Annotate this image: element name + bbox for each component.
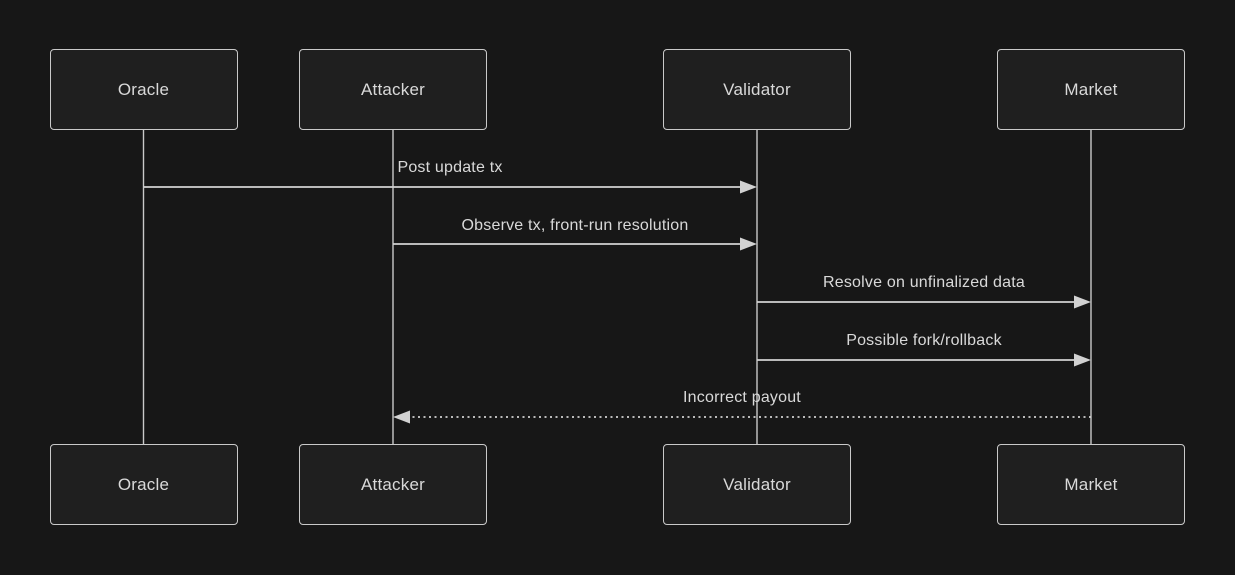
actor-label: Market: [1064, 79, 1118, 99]
actor-box-market-bottom: Market: [997, 444, 1185, 525]
actor-box-oracle-bottom: Oracle: [49, 444, 238, 525]
arrowhead-right-icon: [740, 180, 757, 194]
actor-label: Validator: [723, 79, 791, 99]
actor-label: Market: [1064, 474, 1118, 494]
actor-box-market-top: Market: [997, 49, 1185, 130]
actor-box-validator-bottom: Validator: [663, 444, 851, 525]
actor-box-validator-top: Validator: [663, 49, 851, 130]
actor-box-attacker-bottom: Attacker: [299, 444, 487, 525]
actor-label: Attacker: [361, 79, 425, 99]
message-label-resolve-unfinalized: Resolve on unfinalized data: [823, 274, 1025, 291]
actor-box-attacker-top: Attacker: [299, 49, 487, 130]
arrowhead-right-icon: [1074, 353, 1091, 367]
arrowhead-right-icon: [1074, 295, 1091, 309]
message-label-post-update-tx: Post update tx: [397, 159, 503, 176]
actor-label: Attacker: [361, 474, 425, 494]
arrowhead-left-icon: [393, 410, 410, 424]
actor-label: Validator: [723, 474, 791, 494]
message-label-possible-fork: Possible fork/rollback: [846, 332, 1002, 349]
message-label-observe-tx: Observe tx, front-run resolution: [461, 217, 689, 234]
actor-box-oracle-top: Oracle: [49, 49, 238, 130]
arrowhead-right-icon: [740, 237, 757, 251]
actor-label: Oracle: [117, 474, 170, 494]
message-label-incorrect-payout: Incorrect payout: [683, 389, 801, 406]
actor-label: Oracle: [117, 79, 170, 99]
